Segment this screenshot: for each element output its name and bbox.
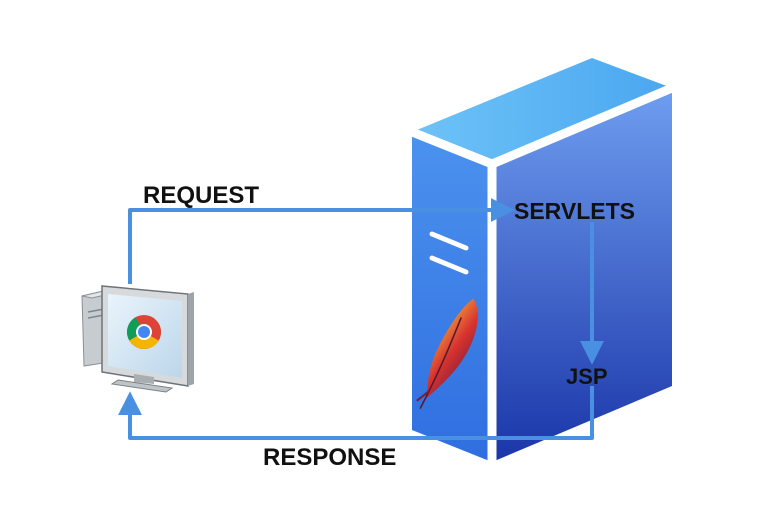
- request-label: REQUEST: [143, 182, 259, 209]
- monitor-stand: [134, 374, 154, 384]
- server-tower-icon: [410, 58, 674, 462]
- response-arrow: [118, 386, 594, 440]
- server-vent-slot: [429, 255, 469, 275]
- server-front-face: [412, 132, 492, 462]
- server-top-face: [412, 58, 672, 164]
- chrome-browser-icon: [127, 315, 161, 349]
- jsp-label: JSP: [566, 364, 608, 389]
- response-label: RESPONSE: [263, 444, 396, 471]
- request-arrow: [128, 198, 515, 284]
- apache-feather-icon: [416, 298, 478, 410]
- server-side-face: [492, 88, 672, 462]
- server-vent-slot: [429, 231, 469, 251]
- servlets-label: SERVLETS: [514, 198, 635, 224]
